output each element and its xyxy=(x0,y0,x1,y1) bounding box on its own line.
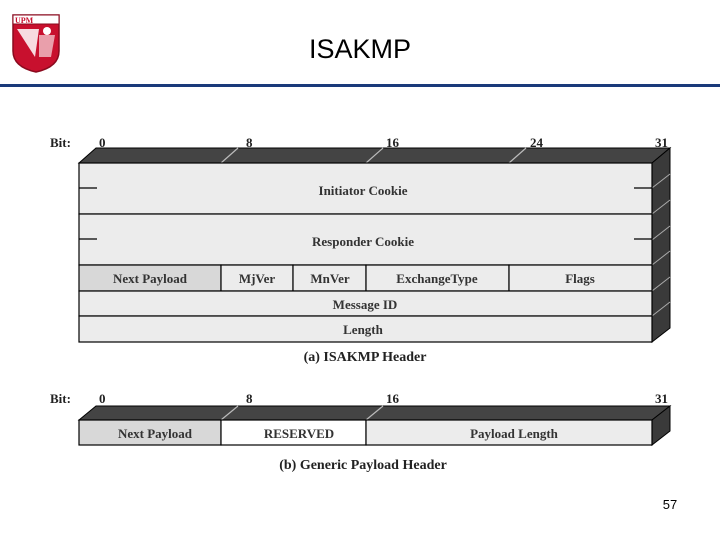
length-label: Length xyxy=(343,322,384,337)
bit-0-label-b: 0 xyxy=(99,391,106,406)
slide-title: ISAKMP xyxy=(308,34,412,64)
upm-logo-icon: UPM xyxy=(12,14,60,73)
next-payload-field xyxy=(78,264,222,292)
bit-0-label: 0 xyxy=(99,135,106,150)
initiator-cookie-label: Initiator Cookie xyxy=(319,183,408,198)
logo-text: UPM xyxy=(15,16,34,25)
bit-31-label-b: 31 xyxy=(655,391,668,406)
responder-cookie-field xyxy=(78,213,653,266)
reserved-label: RESERVED xyxy=(264,426,334,441)
bit-label-b: Bit: xyxy=(50,391,71,406)
bit-24-label: 24 xyxy=(530,135,544,150)
payload-length-field xyxy=(365,419,653,446)
bit-label: Bit: xyxy=(50,135,71,150)
next-payload-field-b xyxy=(78,419,222,446)
next-payload-label-b: Next Payload xyxy=(118,426,193,441)
mn-ver-field xyxy=(292,264,367,292)
bit-31-label: 31 xyxy=(655,135,668,150)
bit-16-label: 16 xyxy=(386,135,400,150)
isakmp-header-caption: (a) ISAKMP Header xyxy=(304,350,427,365)
generic-payload-header-caption: (b) Generic Payload Header xyxy=(279,458,447,473)
bit-8-label: 8 xyxy=(246,135,253,150)
flags-field xyxy=(508,264,653,292)
bit-8-label-b: 8 xyxy=(246,391,253,406)
bit-16-label-b: 16 xyxy=(386,391,400,406)
length-field xyxy=(78,315,653,343)
responder-cookie-label: Responder Cookie xyxy=(312,234,414,249)
mn-ver-label: MnVer xyxy=(310,271,349,286)
payload-length-label: Payload Length xyxy=(470,426,559,441)
slide-header: UPM ISAKMP xyxy=(0,0,720,87)
right-bevel xyxy=(651,146,671,344)
isakmp-header-diagram: Bit: 0 8 16 24 31 Initiator Cookie xyxy=(50,135,672,365)
message-id-field xyxy=(78,290,653,317)
flags-label: Flags xyxy=(565,271,595,286)
mj-ver-label: MjVer xyxy=(239,271,276,286)
exchange-type-field xyxy=(365,264,510,292)
message-id-label: Message ID xyxy=(333,297,398,312)
exchange-type-label: ExchangeType xyxy=(396,271,478,286)
next-payload-label: Next Payload xyxy=(113,271,188,286)
page-number: 57 xyxy=(662,497,678,512)
generic-payload-header-diagram: Bit: 0 8 16 31 Next Payload RESERVED Pay… xyxy=(50,391,672,473)
